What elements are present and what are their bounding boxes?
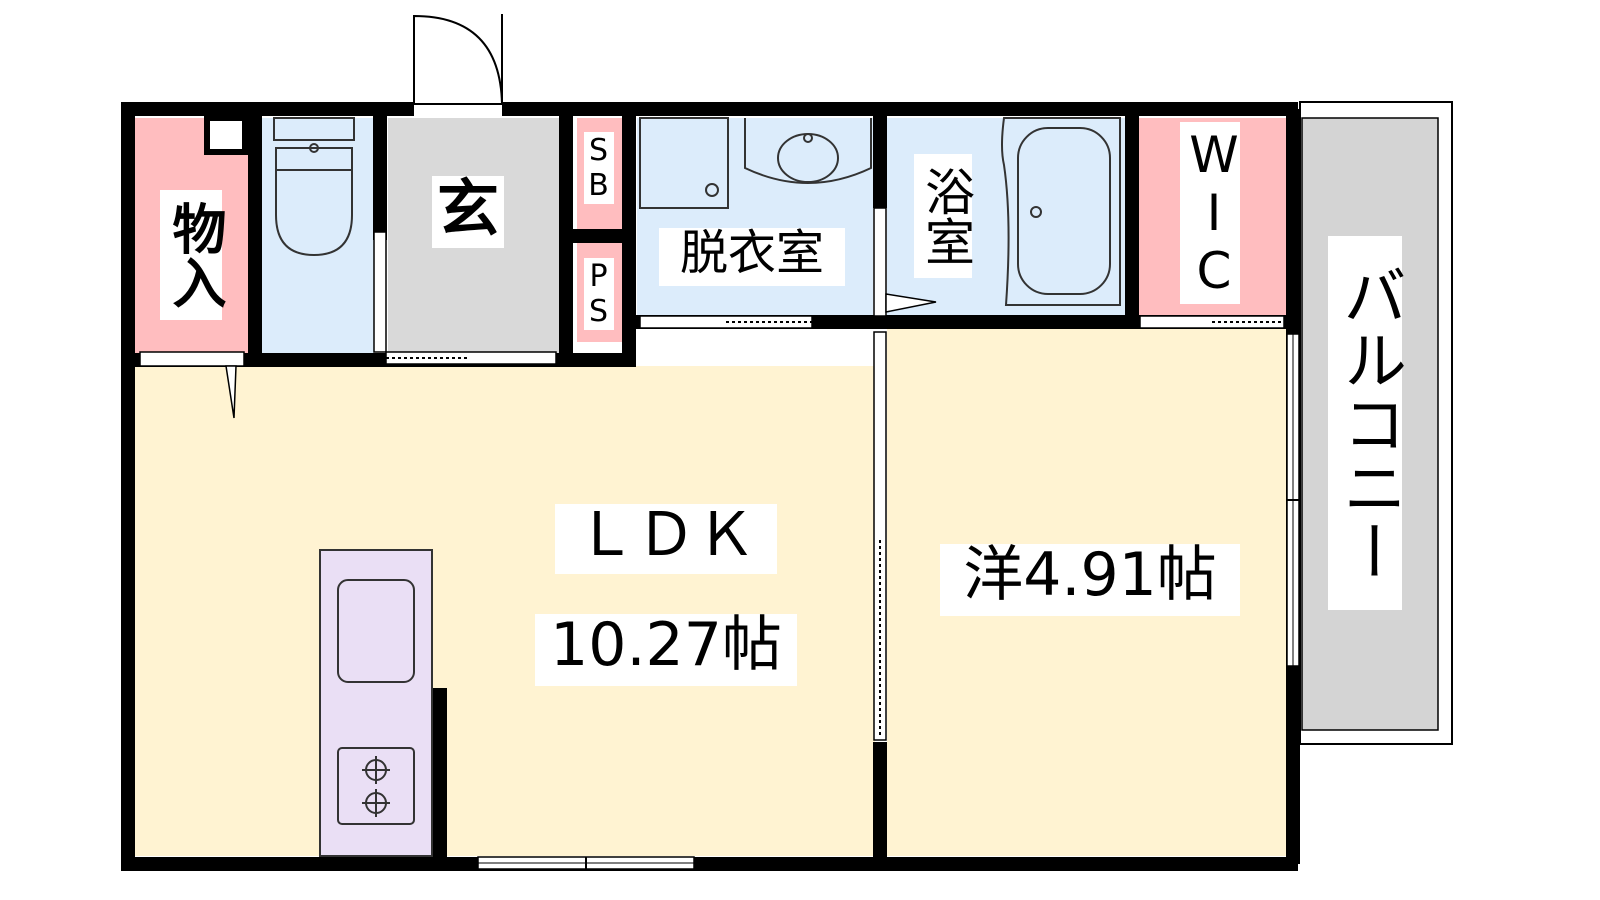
sink-icon bbox=[337, 579, 415, 683]
ldk-floor bbox=[135, 366, 875, 856]
door-swing-icon bbox=[413, 14, 503, 105]
storage-label: 物入 bbox=[160, 190, 226, 320]
western-room-label: 洋4.91帖 bbox=[940, 544, 1240, 616]
dressing-room-floor bbox=[637, 118, 873, 316]
walk-in-closet-label: WIC bbox=[1180, 122, 1243, 304]
bathroom-label: 浴室 bbox=[914, 154, 975, 278]
pipe-space-label: PS bbox=[581, 258, 616, 330]
bathtub-icon bbox=[1001, 117, 1121, 306]
washbasin-icon bbox=[639, 117, 872, 209]
entrance-label: 玄 bbox=[432, 176, 504, 248]
ldk-name-label: ＬＤＫ bbox=[555, 504, 777, 574]
balcony-label: バルコニー bbox=[1328, 236, 1406, 610]
toilet-icon bbox=[273, 117, 355, 257]
openings bbox=[139, 14, 1300, 870]
dressing-room-label: 脱衣室 bbox=[659, 228, 845, 286]
shoe-box-label: SB bbox=[581, 132, 616, 204]
storage-corner-box bbox=[204, 115, 248, 155]
stove-icon bbox=[337, 747, 415, 825]
ldk-size-label: 10.27帖 bbox=[535, 614, 797, 686]
